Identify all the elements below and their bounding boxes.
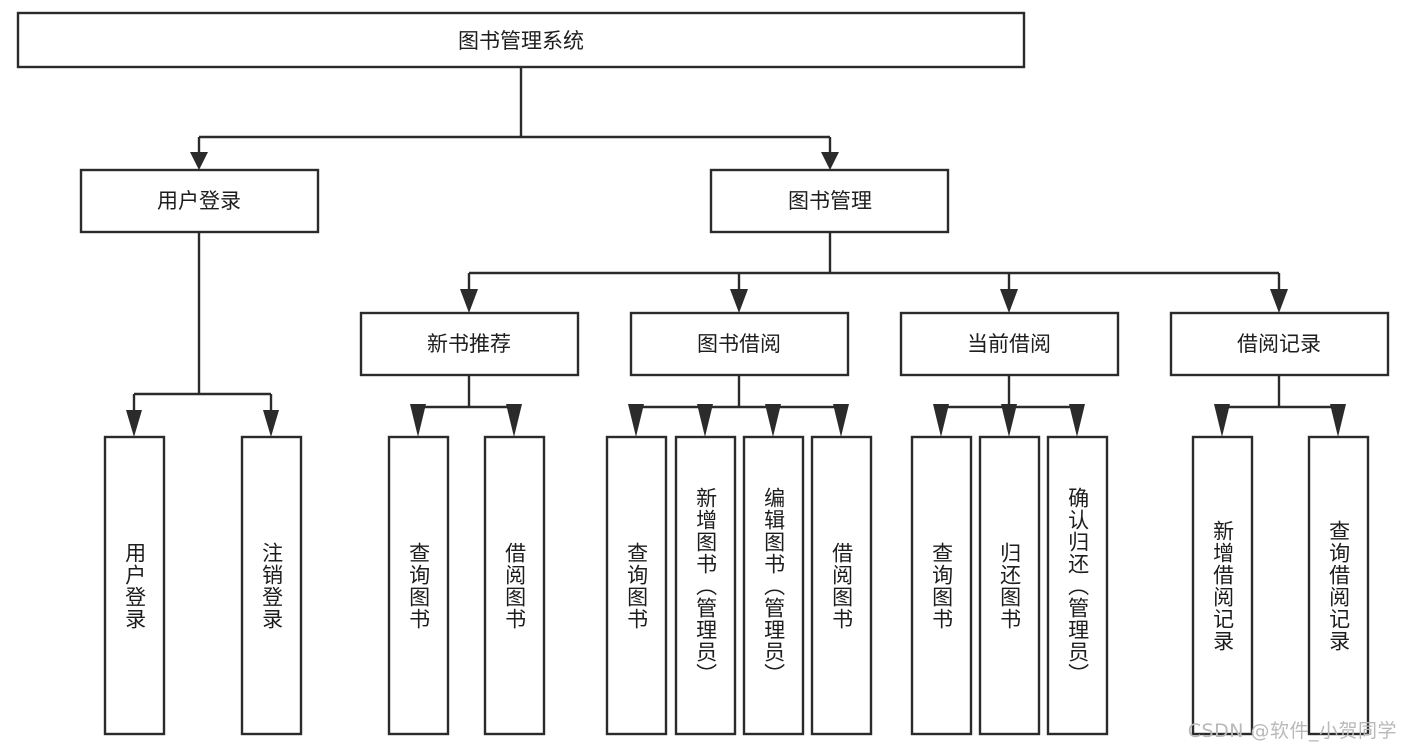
node-box-root[interactable] xyxy=(16,11,1026,69)
node-label-new-book-recommend: 新书推荐 xyxy=(427,332,511,356)
node-box-book-borrow[interactable] xyxy=(629,311,850,377)
arrowhead-book-manage xyxy=(821,152,839,170)
node-label-root: 图书管理系统 xyxy=(458,29,584,53)
arrowhead-bb-2 xyxy=(697,404,713,437)
node-label-book-borrow: 图书借阅 xyxy=(697,332,781,356)
arrowhead-nb-1 xyxy=(410,404,426,437)
arrowhead-bb-1 xyxy=(628,404,644,437)
node-box-borrow-record[interactable] xyxy=(1169,311,1390,377)
arrowhead-new-book xyxy=(460,289,478,313)
node-box-leaf-br-2[interactable] xyxy=(1307,435,1370,736)
arrowhead-ul-1 xyxy=(126,410,142,437)
arrowhead-current-borrow xyxy=(1000,289,1018,313)
arrowhead-nb-2 xyxy=(506,404,522,437)
node-box-leaf-bb-2[interactable] xyxy=(674,435,737,736)
node-box-leaf-bb-4[interactable] xyxy=(810,435,873,736)
arrowhead-bb-3 xyxy=(765,404,781,437)
node-box-leaf-ul-1[interactable] xyxy=(103,435,166,736)
node-box-book-manage[interactable] xyxy=(709,168,950,234)
node-box-leaf-nb-1[interactable] xyxy=(387,435,450,736)
arrowhead-group xyxy=(126,152,1346,437)
node-box-group xyxy=(16,11,1390,736)
arrowhead-user-login xyxy=(190,152,208,170)
arrowhead-br-1 xyxy=(1214,404,1230,437)
node-box-leaf-nb-2[interactable] xyxy=(483,435,546,736)
arrowhead-br-2 xyxy=(1330,404,1346,437)
arrowhead-book-borrow xyxy=(730,289,748,313)
node-box-leaf-cb-1[interactable] xyxy=(910,435,973,736)
arrowhead-cb-1 xyxy=(933,404,949,437)
arrowhead-bb-4 xyxy=(833,404,849,437)
node-label-book-manage: 图书管理 xyxy=(788,189,872,213)
node-label-borrow-record: 借阅记录 xyxy=(1237,332,1321,356)
node-box-current-borrow[interactable] xyxy=(899,311,1120,377)
node-box-leaf-br-1[interactable] xyxy=(1191,435,1254,736)
node-label-group: 图书管理系统 用户登录 图书管理 新书推荐 图书借阅 当前借阅 借阅记录 xyxy=(157,29,1321,356)
node-label-current-borrow: 当前借阅 xyxy=(967,332,1051,356)
node-box-new-book-recommend[interactable] xyxy=(359,311,580,377)
node-box-leaf-bb-1[interactable] xyxy=(605,435,668,736)
arrowhead-cb-3 xyxy=(1069,404,1085,437)
arrowhead-borrow-record xyxy=(1270,289,1288,313)
node-box-leaf-cb-2[interactable] xyxy=(978,435,1041,736)
arrowhead-cb-2 xyxy=(1001,404,1017,437)
node-box-leaf-ul-2[interactable] xyxy=(240,435,303,736)
arrowhead-ul-2 xyxy=(263,410,279,437)
node-box-user-login[interactable] xyxy=(79,168,320,234)
csdn-watermark: CSDN @软件_小贺同学 xyxy=(1187,720,1397,742)
node-box-leaf-bb-3[interactable] xyxy=(742,435,805,736)
node-label-user-login: 用户登录 xyxy=(157,189,241,213)
node-box-leaf-cb-3[interactable] xyxy=(1046,435,1109,736)
